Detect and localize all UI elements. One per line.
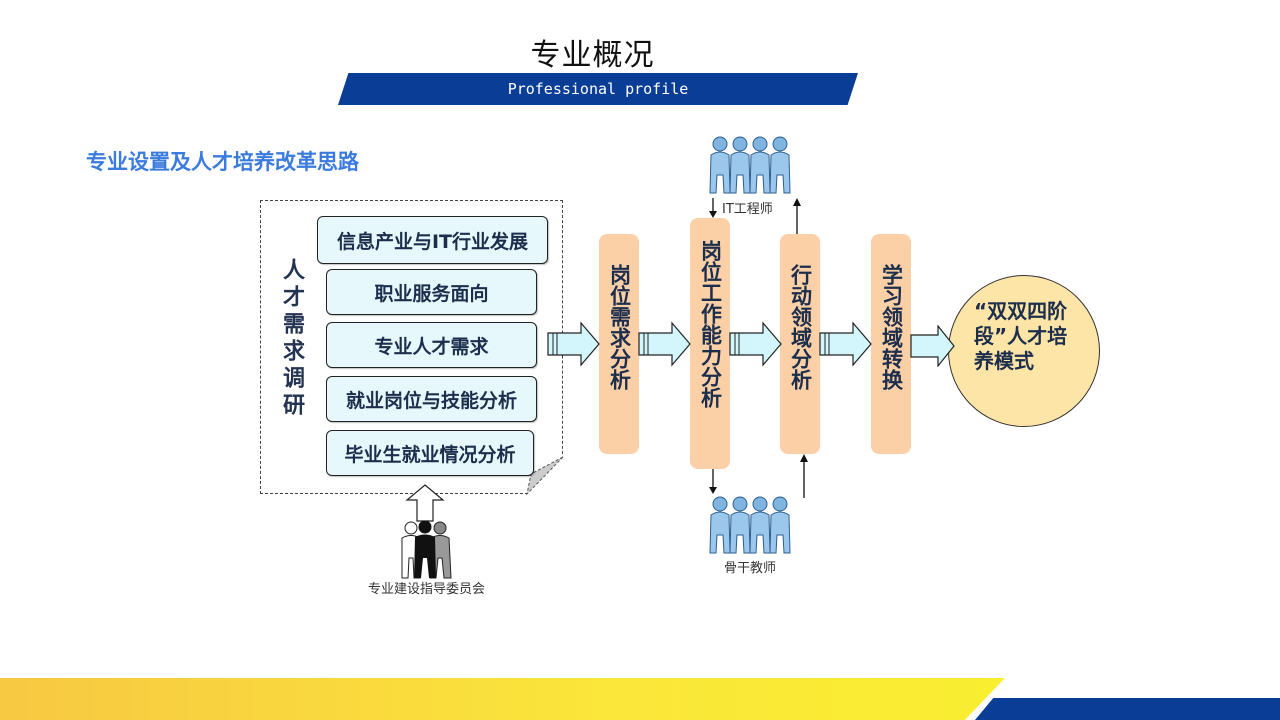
- flow-arrow-icon: [547, 321, 600, 367]
- flow-arrow-icon: [729, 321, 782, 367]
- survey-item: 职业服务面向: [326, 269, 537, 315]
- survey-item: 毕业生就业情况分析: [326, 430, 534, 476]
- committee-label: 专业建设指导委员会: [368, 582, 486, 597]
- flow-arrow-icon: [638, 321, 691, 367]
- survey-item: 信息产业与IT行业发展: [317, 216, 548, 264]
- stage-label: 岗位需求分析: [607, 264, 632, 390]
- flow-arrow-icon: [819, 321, 872, 367]
- engineers-label: IT工程师: [722, 202, 773, 217]
- section-title: 专业设置及人才培养改革思路: [86, 150, 359, 174]
- flow-arrow-icon: [910, 325, 955, 367]
- teachers-label: 骨干教师: [724, 561, 777, 576]
- survey-title: 人才需求调研: [279, 258, 304, 420]
- footer-stripe-yellow: [0, 678, 1005, 720]
- subtitle-banner: [338, 73, 858, 105]
- subtitle-text: Professional profile: [507, 80, 689, 98]
- arrow-down-icon: [709, 469, 717, 494]
- arrow-up-icon: [793, 198, 801, 234]
- page-title: 专业概况: [530, 38, 655, 73]
- page-fold-icon: [526, 456, 564, 495]
- stage-box: 岗位工作能力分析: [690, 218, 730, 469]
- stage-box: 行动领域分析: [780, 234, 820, 454]
- outcome-label: “双双四阶段”人才培养模式: [974, 299, 1068, 373]
- stage-box: 学习领域转换: [871, 234, 911, 454]
- people-group-icon: [709, 136, 791, 194]
- stage-label: 学习领域转换: [879, 264, 904, 390]
- survey-item: 专业人才需求: [326, 322, 537, 368]
- stage-box: 岗位需求分析: [599, 234, 639, 454]
- stage-label: 行动领域分析: [788, 264, 813, 390]
- arrow-up-icon: [800, 454, 808, 498]
- survey-item: 就业岗位与技能分析: [326, 376, 537, 422]
- committee-people-icon: [401, 520, 452, 579]
- arrow-down-icon: [709, 198, 717, 218]
- stage-label: 岗位工作能力分析: [698, 240, 723, 408]
- footer-stripe-blue: [975, 698, 1280, 720]
- people-group-icon: [709, 496, 791, 554]
- arrow-up-hollow-icon: [405, 484, 445, 522]
